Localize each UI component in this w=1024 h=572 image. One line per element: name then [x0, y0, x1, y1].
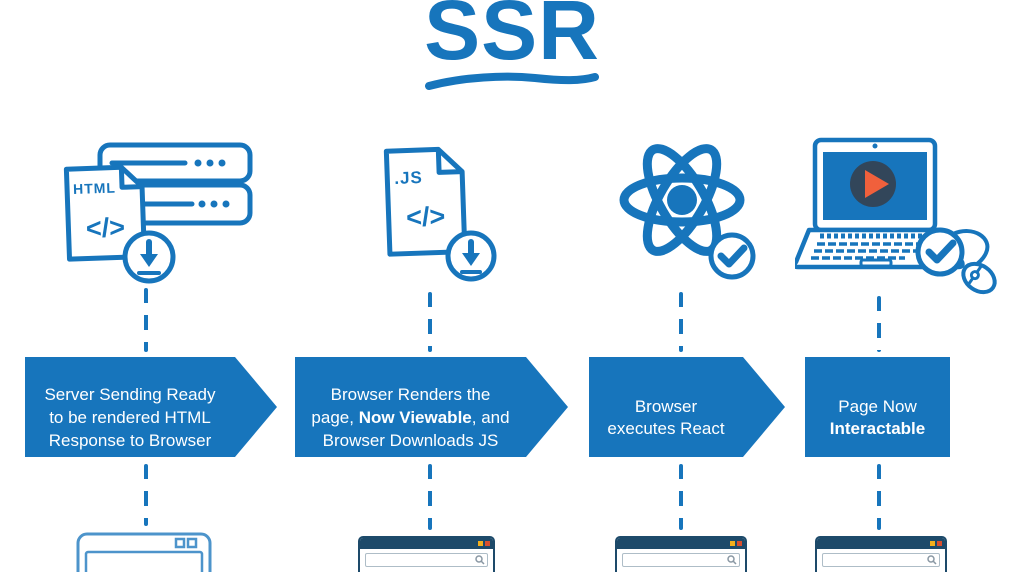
step-banner-page-interactable: Page Now Interactable: [805, 357, 950, 457]
server-led-dots: [194, 159, 230, 208]
code-glyph: </>: [85, 212, 125, 243]
connector-icon-to-step-4: [877, 296, 881, 352]
connector-icon-to-step-1: [144, 288, 148, 352]
browser-search-bar: [822, 553, 940, 567]
connector-icon-to-step-3: [679, 292, 683, 352]
html-file-label: HTML: [73, 180, 116, 197]
window-button-yellow: [730, 541, 735, 546]
connector-step-to-browser-1: [144, 464, 148, 526]
window-button-red: [737, 541, 742, 546]
check-badge-icon: [915, 227, 965, 277]
step-banner-browser-executes-react: Browser executes React: [589, 357, 785, 457]
window-control-square: [174, 537, 186, 549]
step-banner-browser-renders: Browser Renders the page, Now Viewable, …: [295, 357, 568, 457]
play-button-icon: [850, 161, 896, 207]
server-html-file-download-icon: HTML </>: [63, 142, 253, 284]
rendered-browser-window: [358, 536, 495, 572]
title-underline-swoosh: [425, 72, 599, 90]
rendered-browser-window: [615, 536, 747, 572]
step-banner-text: Browser Renders the page, Now Viewable, …: [311, 385, 510, 450]
magnifier-icon: [475, 555, 485, 565]
page-title: SSR: [424, 0, 600, 77]
code-glyph: </>: [406, 201, 446, 232]
window-control-square: [186, 537, 198, 549]
sketch-browser-window-icon: [76, 532, 212, 572]
js-file-label: .JS: [394, 168, 423, 188]
html-file-icon: HTML </>: [63, 164, 147, 262]
laptop-play-check-icon: [795, 137, 997, 295]
window-button-yellow: [930, 541, 935, 546]
connector-step-to-browser-2: [428, 464, 432, 530]
magnifier-icon: [727, 555, 737, 565]
step-banner-text: Browser executes React: [607, 396, 725, 439]
step-banner-text: Server Sending Ready to be rendered HTML…: [44, 385, 216, 450]
rendered-browser-window: [815, 536, 947, 572]
react-check-icon: [619, 144, 756, 280]
step-banner-server-sends-html: Server Sending Ready to be rendered HTML…: [25, 357, 277, 457]
connector-step-to-browser-4: [877, 464, 881, 530]
check-badge-icon: [708, 232, 756, 280]
browser-titlebar: [617, 538, 745, 549]
window-button-red: [485, 541, 490, 546]
browser-search-bar: [365, 553, 488, 567]
step-banner-text: Page Now Interactable: [829, 396, 926, 439]
mouse-icon: [961, 261, 997, 295]
window-button-red: [937, 541, 942, 546]
webcam-dot: [872, 143, 878, 149]
magnifier-icon: [927, 555, 937, 565]
browser-titlebar: [817, 538, 945, 549]
download-badge-icon: [122, 230, 176, 284]
window-button-yellow: [478, 541, 483, 546]
browser-titlebar: [360, 538, 493, 549]
browser-search-bar: [622, 553, 740, 567]
connector-step-to-browser-3: [679, 464, 683, 530]
download-badge-icon: [445, 230, 497, 282]
connector-icon-to-step-2: [428, 292, 432, 352]
js-file-download-icon: .JS </>: [383, 146, 497, 282]
js-file-icon: .JS </>: [383, 146, 468, 257]
react-nucleus: [667, 185, 697, 215]
